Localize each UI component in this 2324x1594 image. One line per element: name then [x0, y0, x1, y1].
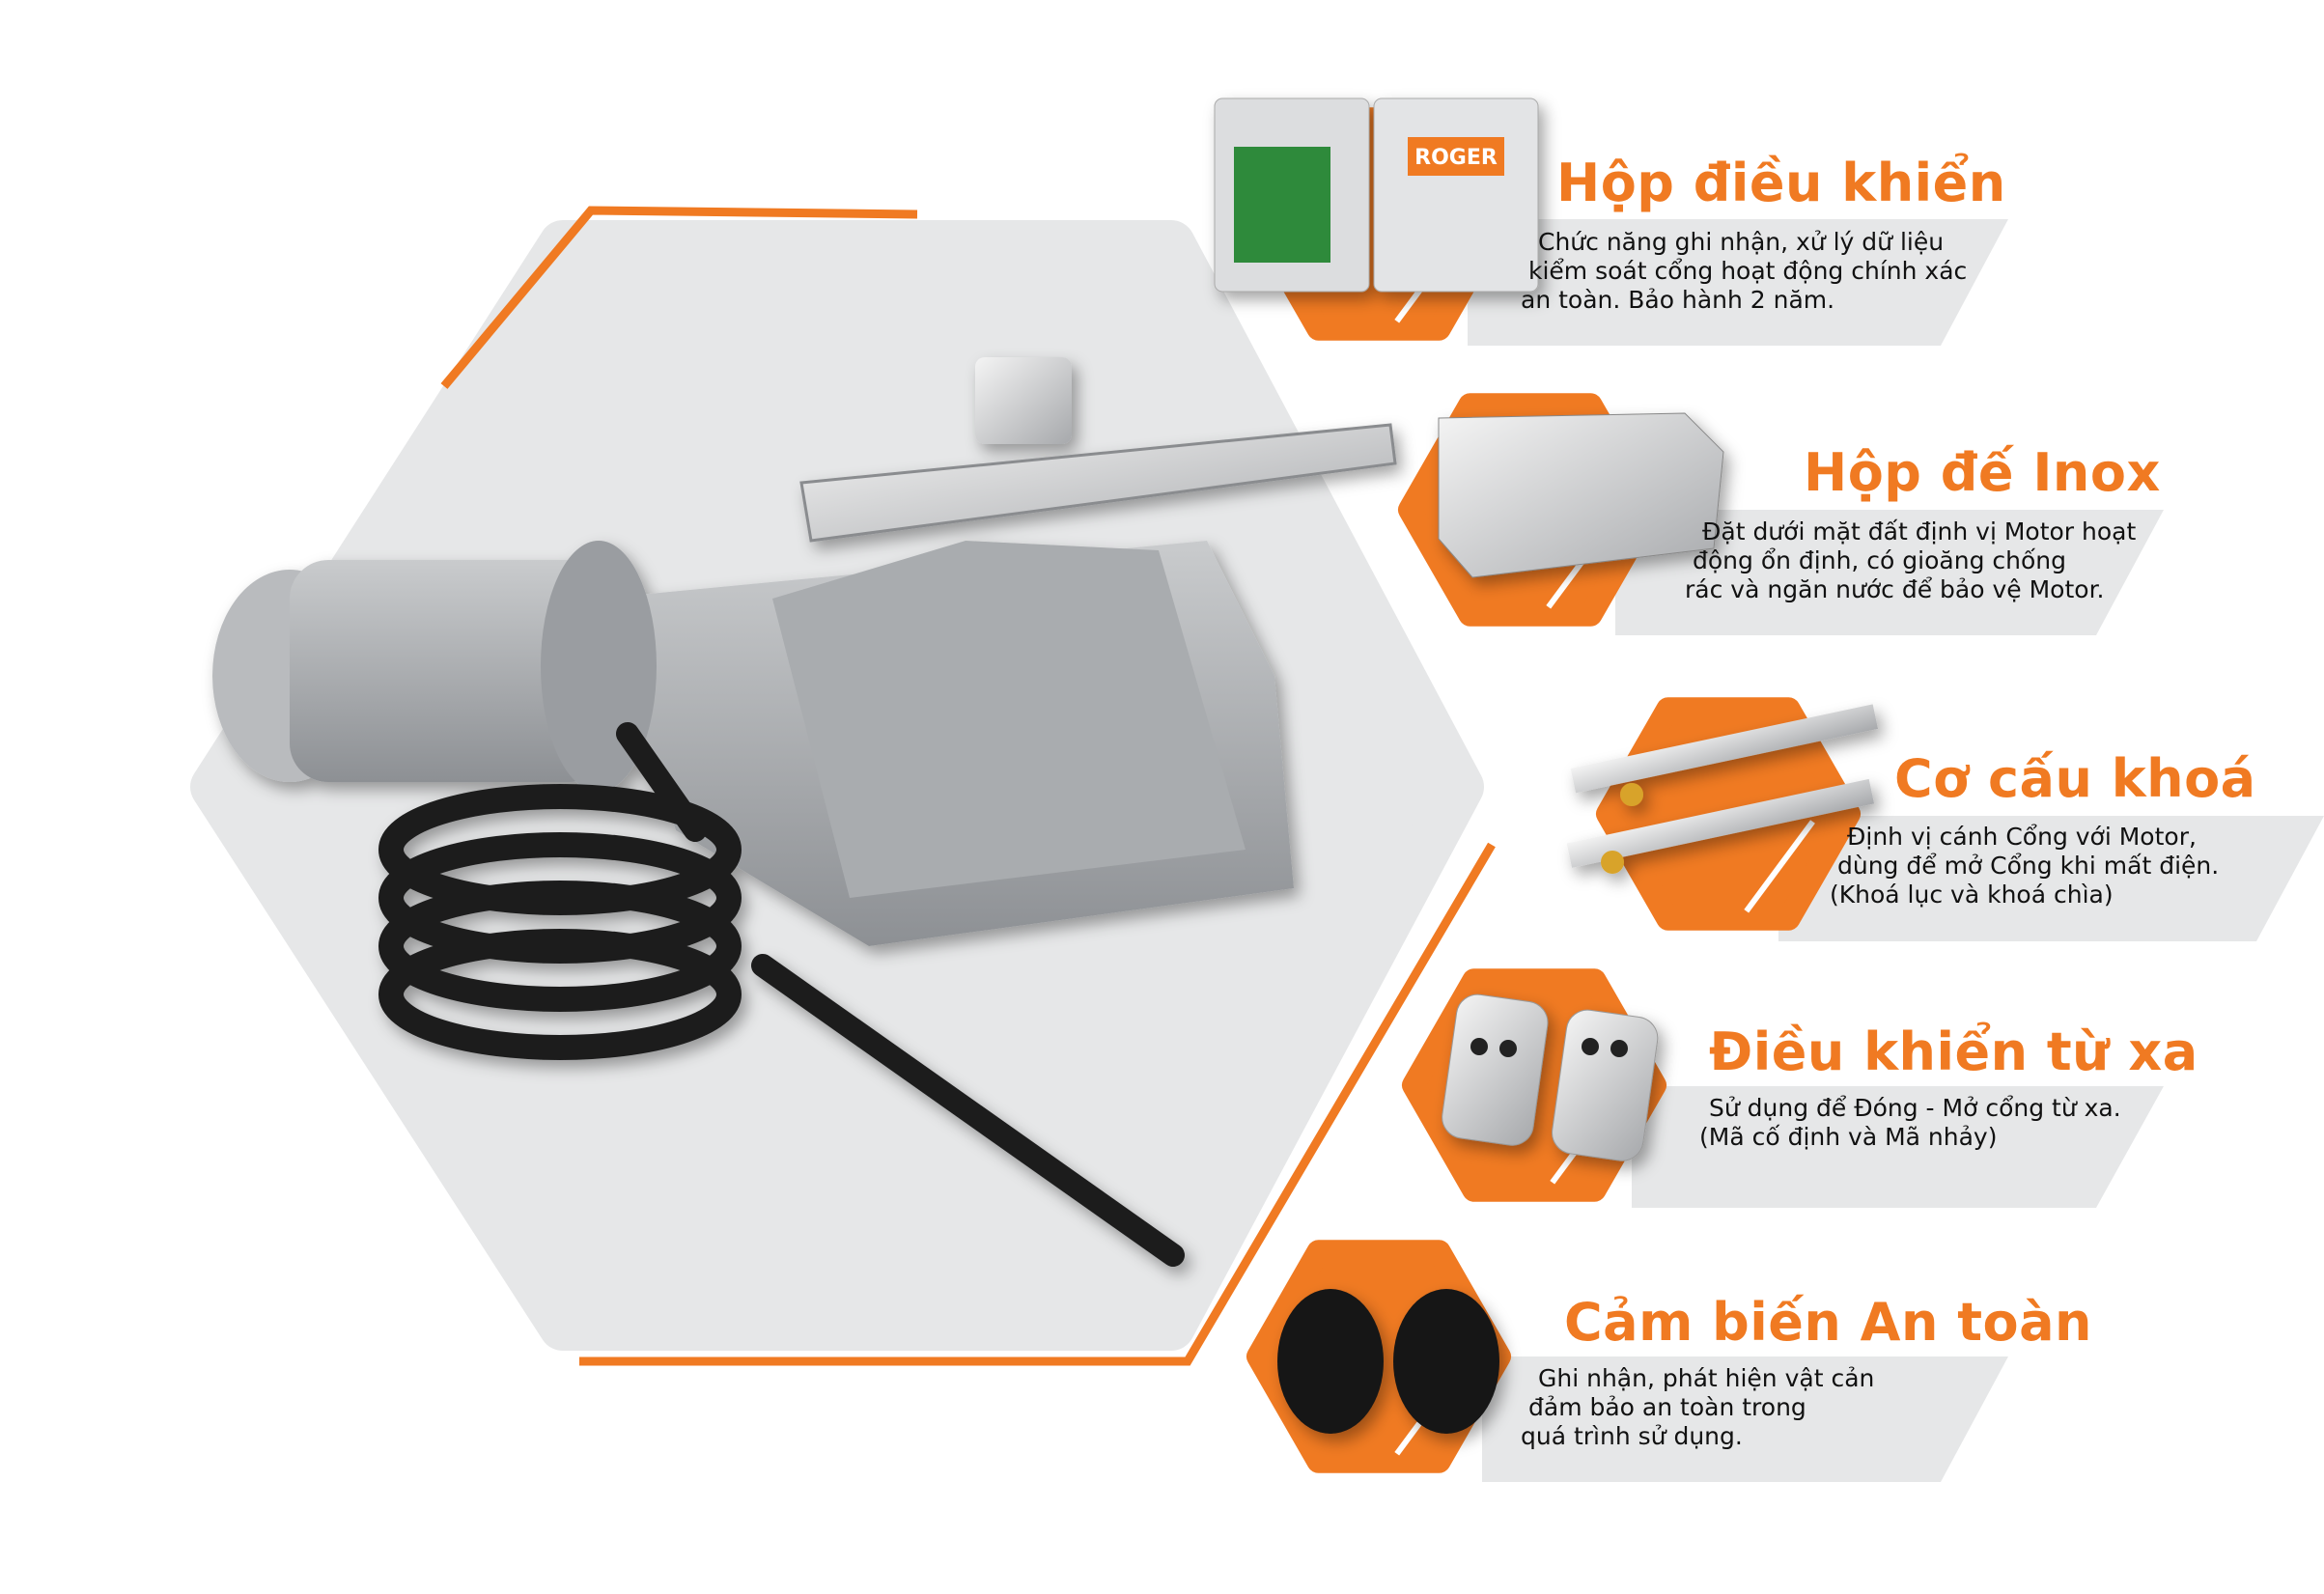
feature-description: Sử dụng để Đóng - Mở cổng từ xa.(Mã cố đ… — [1692, 1094, 2121, 1152]
feature-text-panel — [1615, 510, 2164, 635]
description-line: đảm bảo an toàn trong — [1528, 1393, 1806, 1421]
feature-text-panel — [1468, 219, 2008, 346]
release-lock-icon — [1566, 704, 1879, 874]
control-box-icon — [1214, 98, 1539, 293]
brand-mark-label: ROGER — [1414, 146, 1498, 170]
description-line: (Khoá lục và khoá chìa) — [1830, 881, 2114, 909]
orange-frame-bottom — [579, 842, 1496, 1366]
description-line: (Mã cố định và Mã nhảy) — [1699, 1123, 1998, 1151]
feature-description: Định vị cánh Cổng với Motor,dùng để mở C… — [1830, 823, 2219, 909]
description-line: Sử dụng để Đóng - Mở cổng từ xa. — [1709, 1094, 2121, 1122]
feature-text-panel — [1778, 816, 2324, 941]
feature-text-panel — [1482, 1356, 2008, 1482]
remote-control-icon — [1442, 993, 1659, 1161]
orange-frame-top — [440, 206, 918, 389]
feature-title: Cảm biến An toàn — [1564, 1292, 2092, 1353]
feature-title: Hộp điều khiển — [1556, 153, 2006, 213]
feature-title: Hộp đế Inox — [1804, 442, 2161, 503]
description-line: quá trình sử dụng. — [1521, 1422, 1743, 1450]
description-line: Đặt dưới mặt đất định vị Motor hoạt — [1702, 517, 2137, 545]
feature-title: Điều khiển từ xa — [1709, 1021, 2198, 1082]
description-line: an toàn. Bảo hành 2 năm. — [1521, 286, 1835, 314]
feature-title: Cơ cấu khoá — [1894, 748, 2256, 809]
description-line: Ghi nhận, phát hiện vật cản — [1538, 1364, 1875, 1392]
hexagon-highlight — [1744, 820, 1815, 913]
underground-gate-motor-icon — [212, 357, 1397, 1267]
safety-sensor-icon — [1277, 1289, 1499, 1434]
description-line: Chức năng ghi nhận, xử lý dữ liệu — [1538, 228, 1945, 256]
description-line: rác và ngăn nước để bảo vệ Motor. — [1685, 575, 2105, 603]
feature-text-panel — [1632, 1086, 2164, 1208]
description-line: Định vị cánh Cổng với Motor, — [1847, 823, 2197, 851]
description-line: kiểm soát cổng hoạt động chính xác — [1528, 257, 1968, 285]
description-line: dùng để mở Cổng khi mất điện. — [1837, 852, 2220, 880]
description-line: động ổn định, có gioăng chống — [1693, 546, 2066, 574]
stainless-base-box-icon — [1438, 412, 1724, 578]
